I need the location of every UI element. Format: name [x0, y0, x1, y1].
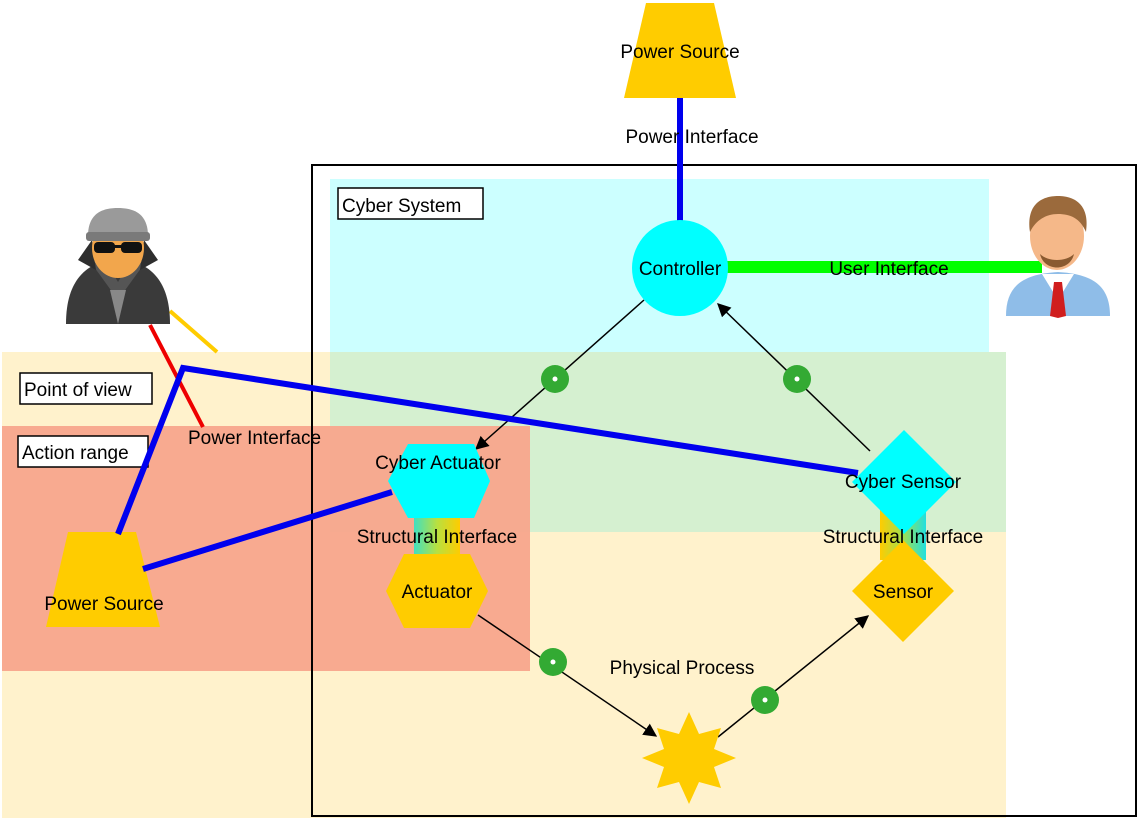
sensor-node: [852, 540, 954, 642]
flow-dot-actuator-process: [539, 648, 567, 676]
cyber-sensor-label: Cyber Sensor: [845, 472, 962, 493]
actuator-label: Actuator: [402, 582, 473, 603]
cyber-actuator-label: Cyber Actuator: [375, 453, 501, 474]
power-link-left-actuator: [142, 489, 393, 572]
action-range-label-box: [17, 435, 149, 468]
power-source-top: [624, 3, 736, 98]
cyber-system-label: Cyber System: [342, 196, 461, 217]
attacker-red-line: [148, 324, 205, 428]
flow-dot-controller-actuator: [541, 365, 569, 393]
system-boundary: [311, 164, 1137, 817]
point-of-view-label-box: [19, 372, 153, 405]
process-to-sensor-arrow: [717, 615, 870, 738]
power-source-top-label: Power Source: [620, 42, 739, 63]
cyber-sensor-node: [852, 430, 956, 534]
attacker-yellow-line: [168, 309, 219, 354]
power-interface-top-label: Power Interface: [625, 127, 758, 148]
power-source-left: [46, 532, 160, 627]
flow-dot-process-sensor: [751, 686, 779, 714]
hooded-attacker-icon: [66, 208, 170, 324]
actuator-node: [386, 554, 488, 628]
actuator-to-process-arrow: [477, 614, 658, 737]
flow-dot-sensor-controller: [783, 365, 811, 393]
structural-interface-left-label: Structural Interface: [357, 527, 518, 548]
structural-interface-right-label: Structural Interface: [823, 527, 984, 548]
power-interface-left-label: Power Interface: [188, 428, 321, 449]
user-interface-label: User Interface: [829, 259, 948, 280]
sensor-label: Sensor: [873, 582, 934, 603]
point-of-view-label: Point of view: [24, 380, 132, 401]
cyber-system-label-box: [337, 187, 484, 220]
controller-label: Controller: [639, 259, 722, 280]
power-link-left-sensor: [115, 364, 859, 536]
power-source-left-label: Power Source: [44, 594, 163, 615]
cyber-actuator-node: [388, 444, 490, 518]
user-person-icon: [1006, 196, 1110, 318]
physical-process-label: Physical Process: [610, 658, 755, 679]
controller-node: [632, 220, 728, 316]
structural-link-left: [414, 512, 460, 558]
physical-process-node: [642, 712, 736, 804]
action-range-label: Action range: [22, 443, 129, 464]
